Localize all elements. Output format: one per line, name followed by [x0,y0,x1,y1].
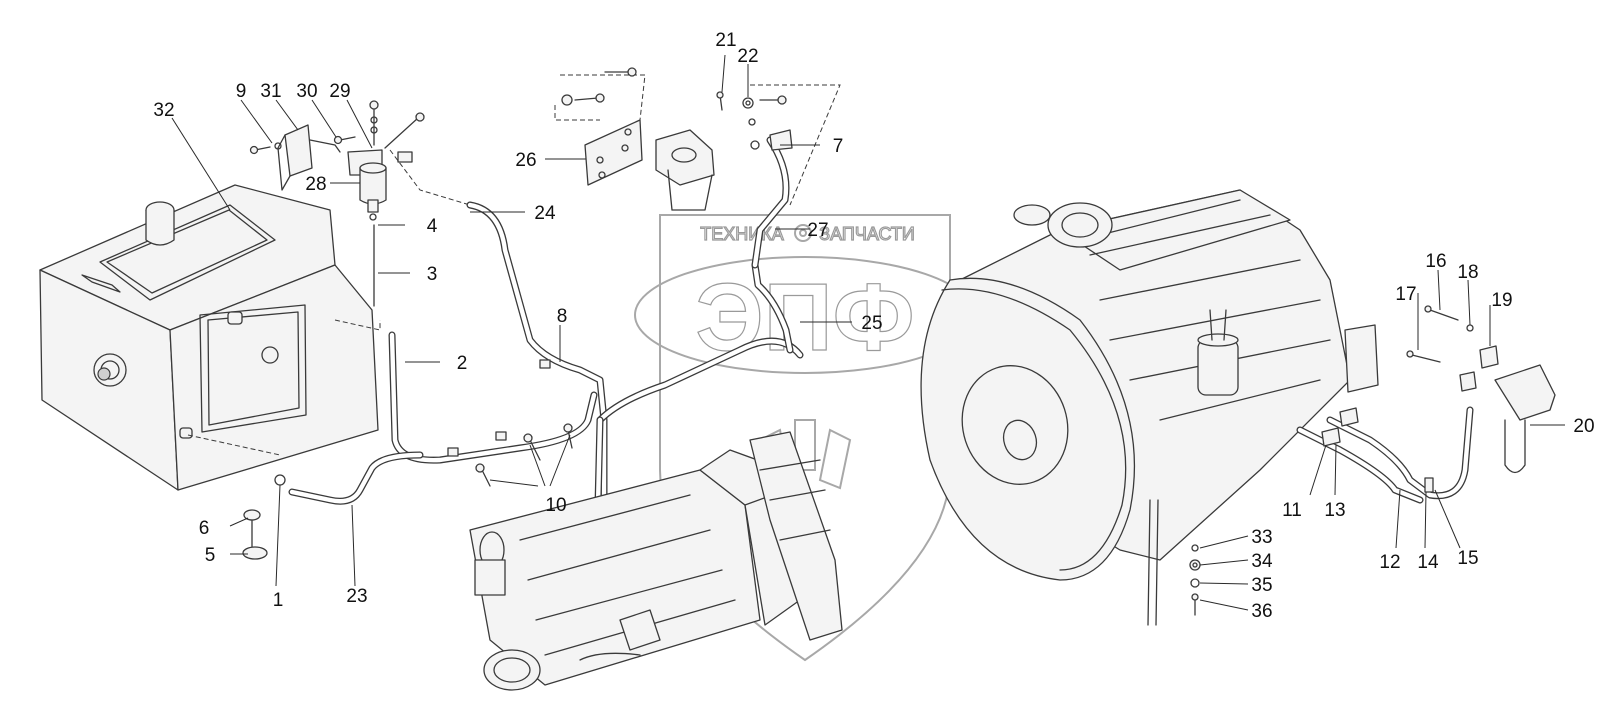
leader-lines [171,54,1565,611]
callout-24: 24 [534,203,556,224]
flywheel [920,277,1136,581]
callout-35: 35 [1251,575,1272,596]
mounting-plate [554,67,715,211]
callout-31: 31 [260,81,281,102]
callout-26: 26 [515,150,536,171]
callout-36: 36 [1251,601,1272,622]
callout-34: 34 [1251,551,1273,572]
filter-bracket [249,124,356,191]
fuel-gauge-sender [93,353,127,387]
callout-12: 12 [1379,552,1400,573]
callout-11: 11 [1282,500,1302,521]
hardware-33-36 [1189,544,1201,616]
pump-inlet [474,531,506,596]
callout-32: 32 [153,100,174,121]
fitting-hardware [716,84,841,206]
callout-25: 25 [861,313,882,334]
callout-28: 28 [305,174,326,195]
watermark-text-right: ЗАПЧАСТИ [819,224,915,244]
callout-14: 14 [1417,552,1439,573]
callout-9: 9 [236,81,247,102]
callout-18: 18 [1457,262,1478,283]
callout-27: 27 [807,220,828,241]
hose-20-bag [1494,364,1556,474]
callout-22: 22 [737,46,758,67]
callout-8: 8 [557,306,568,327]
callout-30: 30 [296,81,317,102]
gear-icon [794,224,812,242]
callout-2: 2 [457,353,468,374]
callout-29: 29 [329,81,350,102]
callout-3: 3 [427,264,438,285]
callout-10: 10 [545,495,566,516]
callout-7: 7 [833,136,844,157]
filler-cap [145,201,175,246]
callout-labels: 1 2 3 4 5 6 7 8 9 10 11 12 13 14 15 16 1… [153,30,1594,622]
engine [920,189,1379,626]
callout-23: 23 [346,586,367,607]
clip-bolts [475,423,573,487]
fitting-11-13 [1321,407,1359,447]
callout-20: 20 [1573,416,1594,437]
fuel-pump-unit [469,431,843,691]
bolts-16-17-18-19 [1406,305,1499,392]
callout-17: 17 [1395,284,1416,305]
engine-filter [1197,309,1239,396]
callout-6: 6 [199,518,210,539]
callout-5: 5 [205,545,216,566]
callout-13: 13 [1324,500,1345,521]
callout-1: 1 [273,590,284,611]
callout-33: 33 [1251,527,1272,548]
watermark-text-left: ТЕХНИКА [700,224,783,244]
callout-19: 19 [1491,290,1512,311]
pump-outlet [483,649,541,691]
callout-21: 21 [715,30,736,51]
fuel-filter [299,100,425,221]
fuel-tank [39,184,379,491]
callout-15: 15 [1457,548,1478,569]
injector-return-hoses [1296,305,1556,504]
fuel-lines [187,136,804,509]
callout-4: 4 [427,216,438,237]
hardware-5-6 [242,509,268,560]
callout-16: 16 [1425,251,1446,272]
turbocharger [1013,202,1113,248]
